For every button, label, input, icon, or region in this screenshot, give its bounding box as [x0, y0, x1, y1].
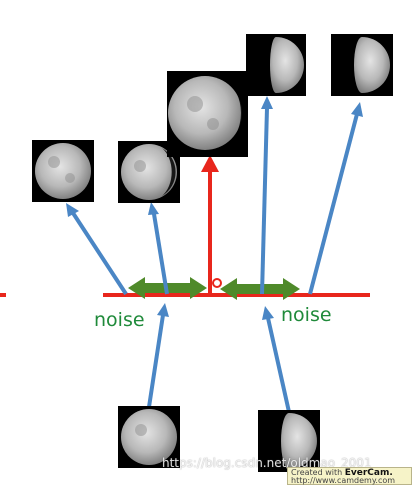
moon-full-top-left — [32, 140, 94, 202]
evercam-brand: EverCam. — [344, 468, 393, 478]
evercam-url: http://www.camdemy.com — [291, 476, 396, 485]
moon-full-bottom — [118, 406, 180, 468]
center-dot-icon — [212, 278, 222, 288]
evercam-badge: Created with EverCam. http://www.camdemy… — [287, 467, 412, 485]
moon-quarter-bottom — [258, 410, 320, 472]
moon-quarter-top — [246, 34, 306, 96]
evercam-prefix: Created with — [291, 468, 345, 477]
moon-quarter-top-right — [331, 34, 393, 96]
blue-arrows-bottom — [147, 303, 291, 413]
noise-double-arrow-right — [220, 278, 300, 300]
noise-label-left: noise — [94, 309, 145, 331]
blue-arrows-top — [66, 96, 363, 296]
noise-label-right: noise — [281, 304, 332, 326]
moon-gibbous-center — [167, 71, 248, 157]
watermark-text: https://blog.csdn.net/oldmao_2001 — [162, 456, 372, 470]
red-center-arrow-head — [201, 155, 219, 172]
